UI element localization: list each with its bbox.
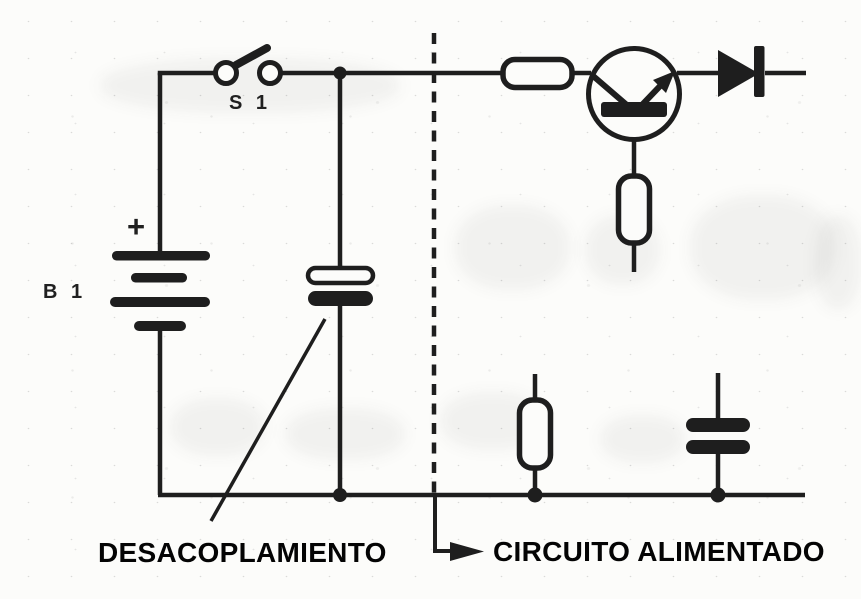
emitter-arrow <box>653 71 675 93</box>
load-resistor-icon <box>516 397 554 471</box>
series-resistor-icon <box>500 56 575 91</box>
switch-label: S 1 <box>229 92 272 114</box>
transistor-icon <box>586 46 682 142</box>
switch-s1-icon <box>213 44 283 86</box>
section-divider-dashed-line <box>431 33 484 561</box>
diode-icon <box>718 46 765 97</box>
battery-label: B 1 <box>43 281 87 303</box>
base-resistor-icon <box>615 173 653 246</box>
arrow-head <box>450 542 484 561</box>
wires <box>157 70 806 498</box>
decoupling-capacitor-icon <box>305 265 376 306</box>
decoupling-caption: DESACOPLAMIENTO <box>98 537 387 568</box>
junction-dots <box>333 66 726 503</box>
battery-plus-sign: + <box>127 209 146 244</box>
battery-b1-icon <box>110 251 210 331</box>
powered-circuit-caption: CIRCUITO ALIMENTADO <box>493 536 825 567</box>
caption-pointer-line <box>209 318 327 522</box>
load-capacitor-icon <box>686 418 750 454</box>
